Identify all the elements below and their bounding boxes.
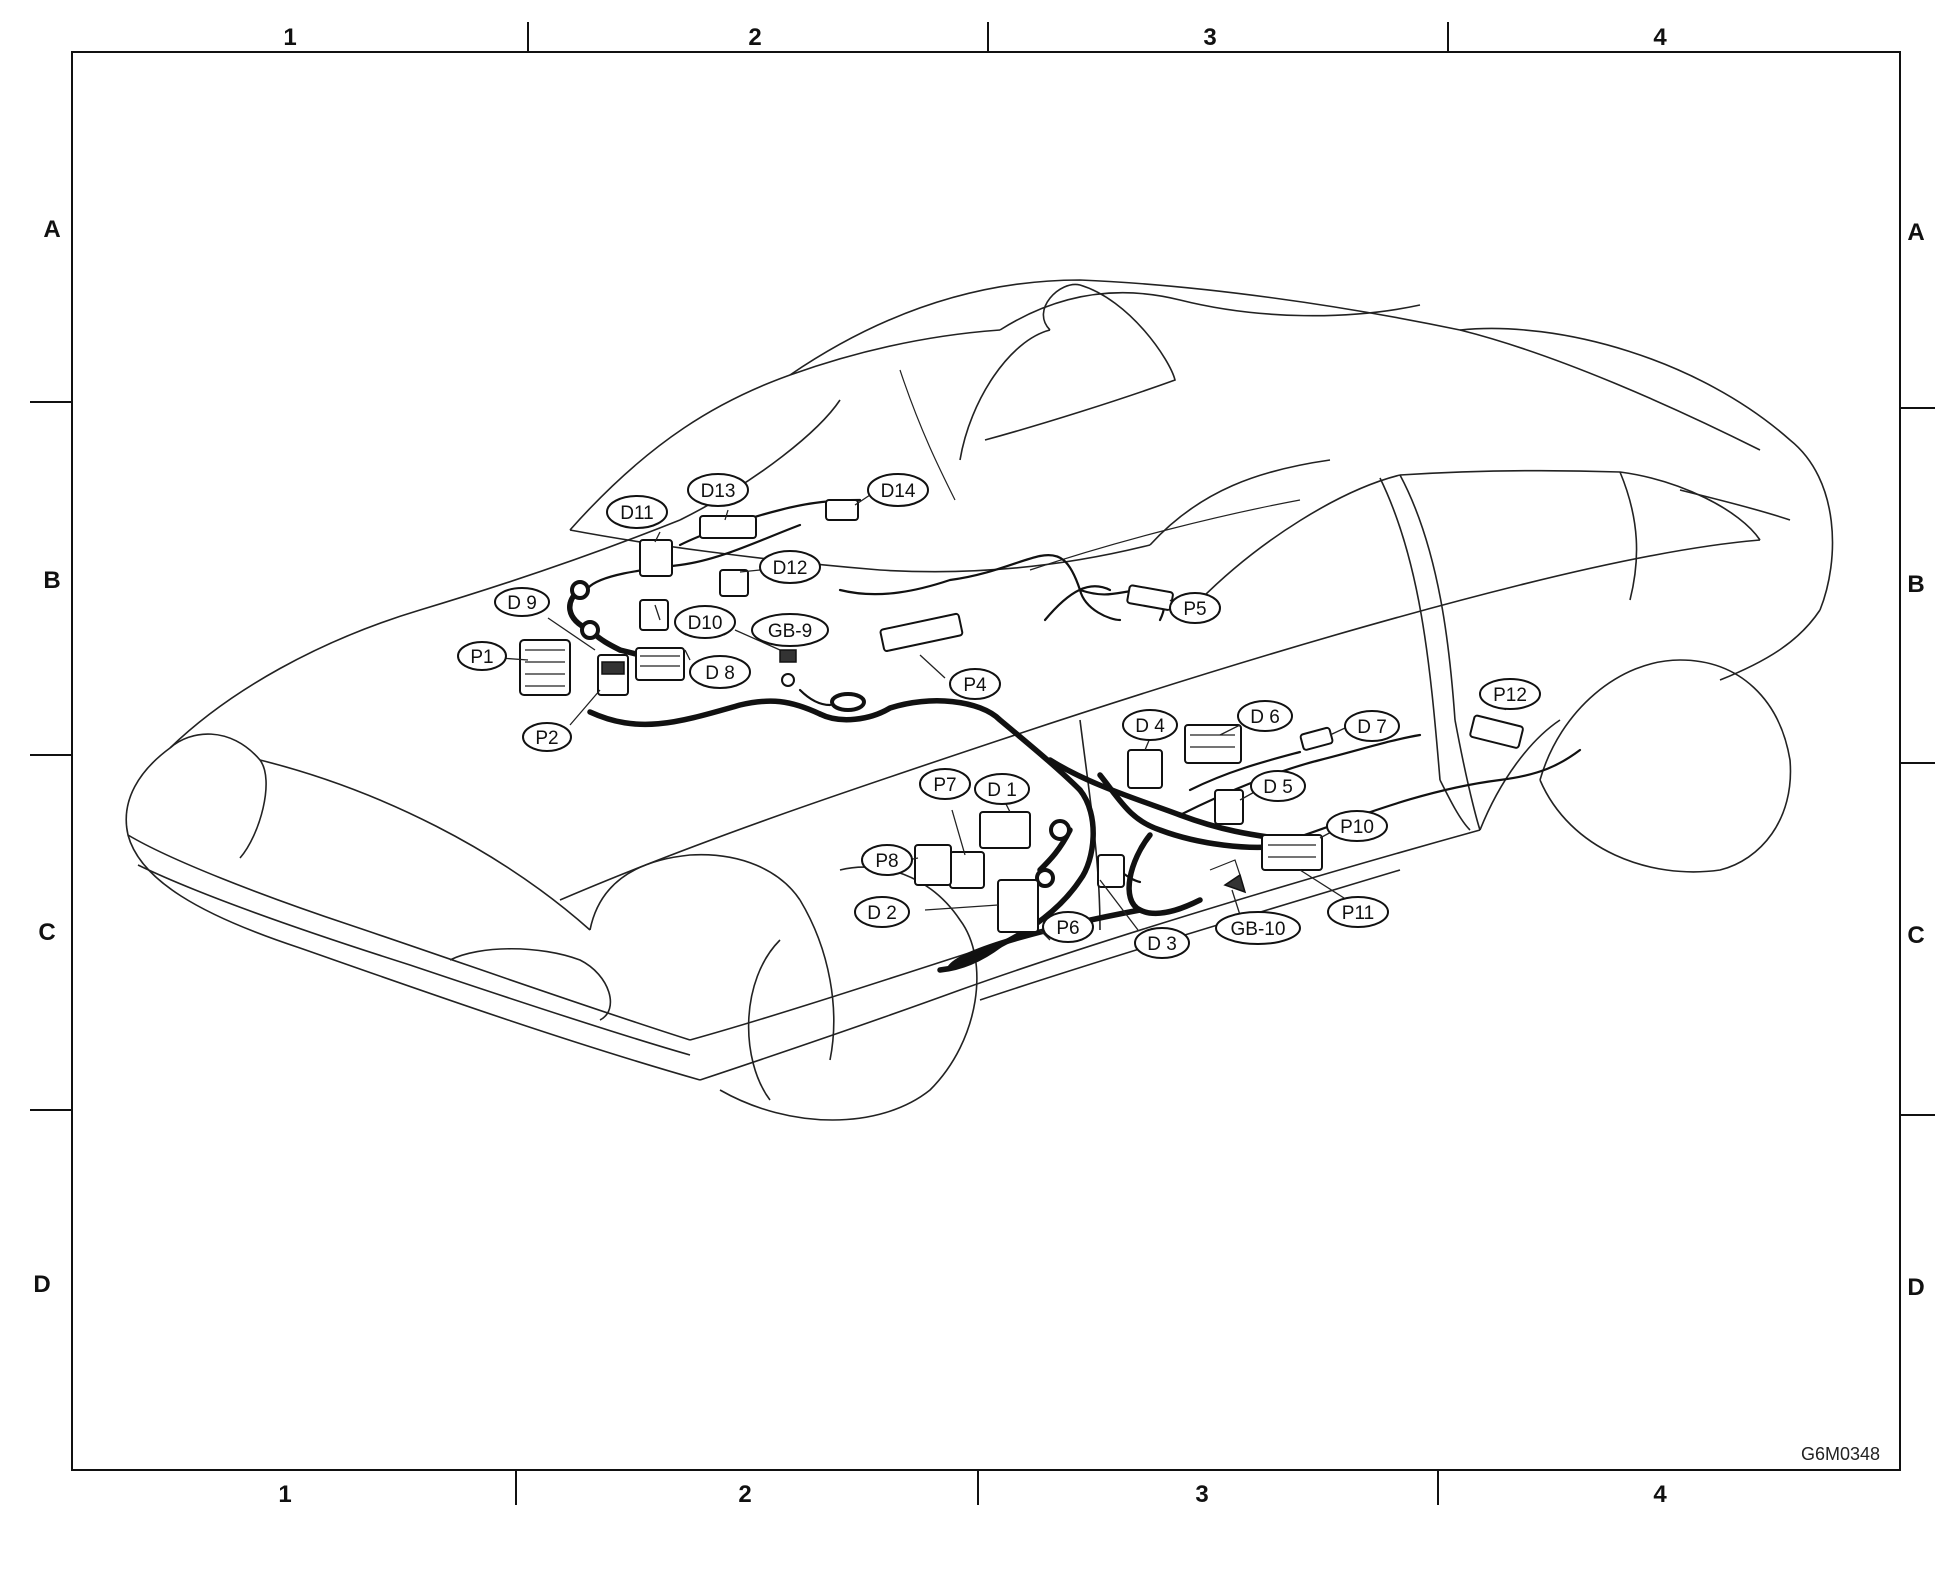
label-d10: D10: [688, 613, 723, 634]
grommet-2: [580, 620, 600, 640]
connector-p1: [519, 639, 571, 696]
grommet-4: [1035, 868, 1055, 888]
label-d4: D 4: [1135, 716, 1165, 737]
connector-d14: [825, 499, 859, 521]
connector-p7: [949, 851, 985, 889]
connectors: [519, 499, 1524, 933]
label-p4: P4: [963, 675, 987, 696]
grommet-3: [1049, 819, 1071, 841]
connector-d12: [719, 569, 749, 597]
grommet-5: [830, 692, 866, 712]
grid-row-c-left: C: [38, 919, 55, 946]
grid-col-3-top: 3: [1203, 24, 1216, 51]
label-d14: D14: [881, 481, 916, 502]
connector-d10: [639, 599, 669, 631]
label-p8: P8: [875, 851, 898, 872]
grid-col-2-bottom: 2: [738, 1481, 751, 1508]
label-d5: D 5: [1263, 777, 1293, 798]
grid-col-2-top: 2: [748, 24, 761, 51]
grid-row-d-left: D: [33, 1271, 50, 1298]
grommet-1: [570, 580, 590, 600]
grid-col-3-bottom: 3: [1195, 1481, 1208, 1508]
label-d12: D12: [773, 558, 808, 579]
label-gb-9: GB-9: [768, 621, 812, 642]
label-d9: D 9: [507, 593, 537, 614]
connector-d4: [1127, 749, 1163, 789]
label-d13: D13: [701, 481, 736, 502]
label-d6: D 6: [1250, 707, 1280, 728]
connector-d11: [639, 539, 673, 577]
label-d2: D 2: [867, 903, 897, 924]
diagram-frame: [71, 51, 1901, 1471]
label-p1: P1: [470, 647, 493, 668]
label-p7: P7: [933, 775, 956, 796]
ground-gb-9: [779, 649, 797, 663]
connector-d2: [997, 879, 1039, 933]
label-d8: D 8: [705, 663, 735, 684]
grid-row-b-right: B: [1907, 571, 1924, 598]
connector-p8: [914, 844, 952, 886]
grid-row-d-right: D: [1907, 1274, 1924, 1301]
grid-col-4-bottom: 4: [1653, 1481, 1667, 1508]
ground-point-gb-9: [781, 673, 795, 687]
ground-gb-10: [1223, 873, 1247, 894]
connector-p10: [1261, 834, 1323, 871]
connector-d5: [1214, 789, 1244, 825]
connector-p5: [1126, 584, 1174, 611]
component-labels: P1 P2 D 9 D11 D13 D14 D12 D10 GB-9 D 8 P…: [457, 473, 1541, 959]
connector-d9: [601, 661, 625, 675]
grid-col-4-top: 4: [1653, 24, 1667, 51]
grid-row-c-right: C: [1907, 922, 1924, 949]
grid-col-1-bottom: 1: [278, 1481, 291, 1508]
label-p11: P11: [1342, 903, 1374, 924]
connector-d8: [635, 647, 685, 681]
grid-ticks: [30, 22, 1935, 1505]
grid-col-1-top: 1: [283, 24, 296, 51]
grid-row-a-right: A: [1907, 219, 1924, 246]
label-p12: P12: [1493, 685, 1527, 706]
label-d11: D11: [620, 503, 653, 524]
label-p2: P2: [535, 728, 558, 749]
label-p6: P6: [1056, 918, 1079, 939]
connector-d6: [1184, 724, 1242, 764]
label-p5: P5: [1183, 599, 1206, 620]
label-d7: D 7: [1357, 717, 1387, 738]
connector-d7: [1299, 726, 1334, 751]
label-p10: P10: [1340, 817, 1374, 838]
label-gb-10: GB-10: [1231, 919, 1286, 940]
label-d1: D 1: [987, 780, 1017, 801]
connector-d13: [699, 515, 757, 539]
connector-d3: [1097, 854, 1125, 888]
grid-row-b-left: B: [43, 567, 60, 594]
connector-d1: [979, 811, 1031, 849]
grid-row-a-left: A: [43, 216, 60, 243]
connector-p4: [879, 612, 964, 652]
label-d3: D 3: [1147, 934, 1177, 955]
drawing-code: G6M0348: [1801, 1444, 1880, 1464]
car-body-outline: [125, 279, 1834, 1121]
connector-p2: [597, 654, 629, 696]
connector-p12: [1469, 714, 1524, 749]
